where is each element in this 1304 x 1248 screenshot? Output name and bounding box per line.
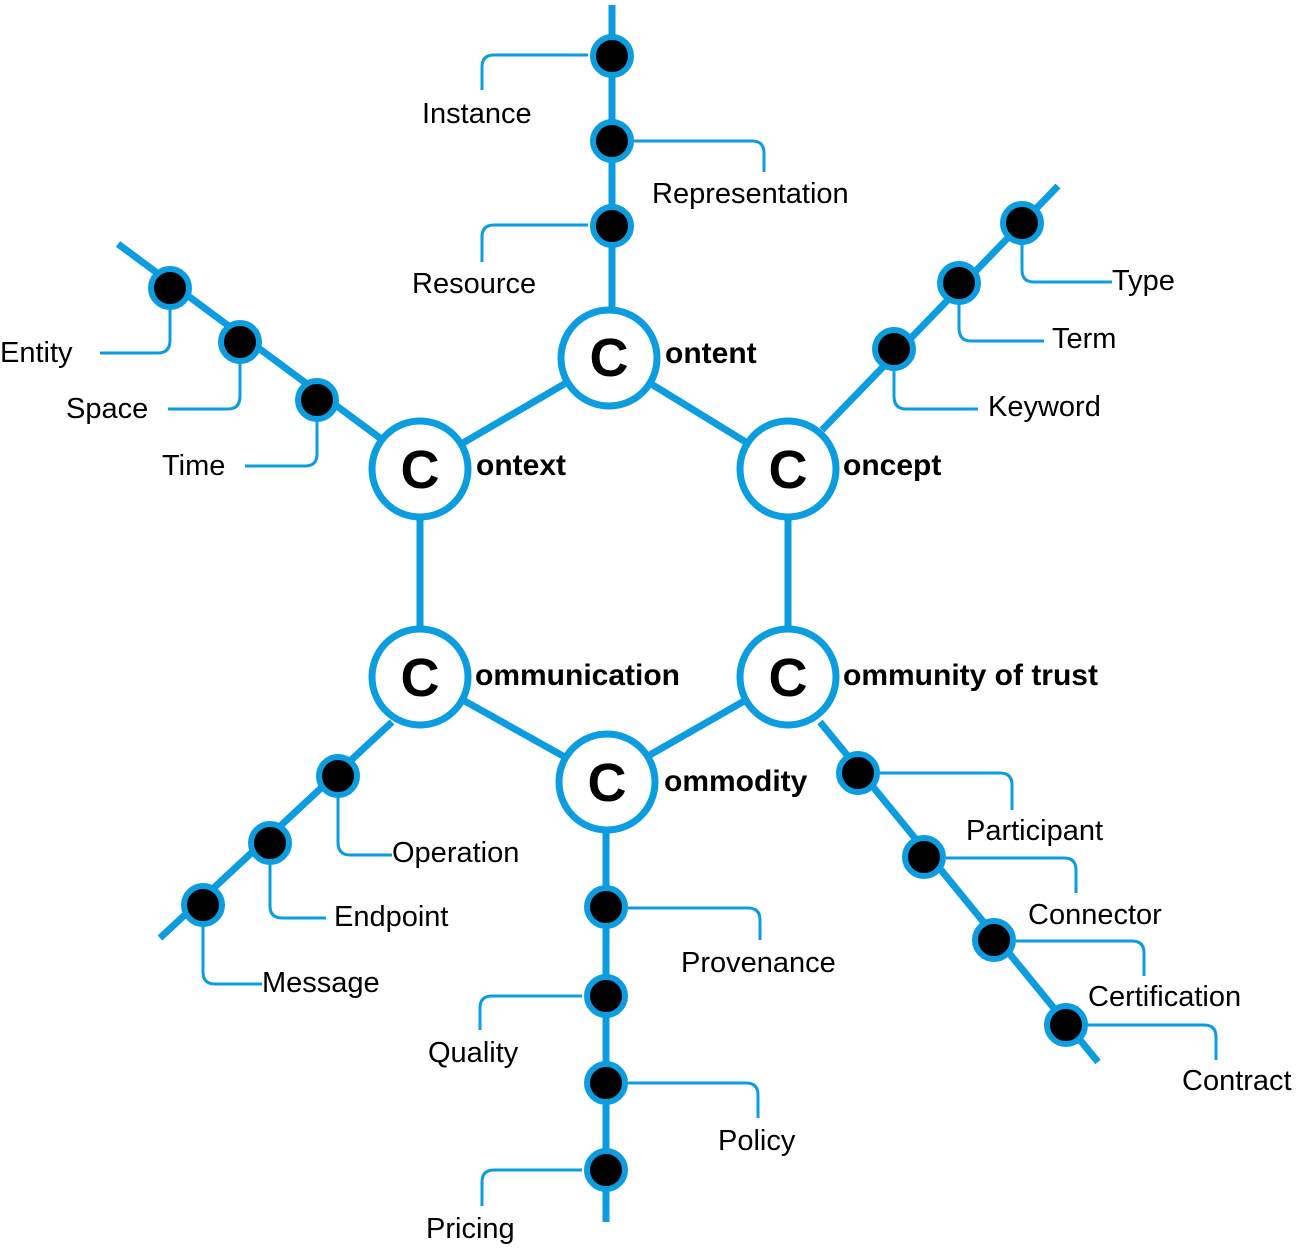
hub-commodity-circle[interactable] [555, 730, 659, 834]
leader-certification [1016, 939, 1146, 976]
leader-representation [634, 139, 766, 172]
leader-pricing [480, 1168, 582, 1206]
label-endpoint: Endpoint [334, 901, 449, 933]
leader-instance [480, 53, 588, 90]
leader-time [245, 400, 319, 468]
hub-community-circle[interactable] [736, 625, 840, 729]
leader-connector [946, 856, 1078, 893]
branch-nodes [148, 34, 1088, 1192]
node-type[interactable] [1000, 201, 1044, 245]
label-pricing: Pricing [426, 1213, 515, 1245]
hub-communication-label: ommunication [475, 659, 680, 692]
leader-lines [100, 53, 1218, 1206]
label-connector: Connector [1028, 899, 1162, 931]
hexagon-edges [416, 354, 792, 784]
node-resource[interactable] [590, 204, 634, 248]
node-time[interactable] [295, 378, 339, 422]
hub-concept[interactable]: C oncept [736, 417, 941, 521]
hub-community-label: ommunity of trust [843, 659, 1098, 692]
node-keyword[interactable] [872, 327, 916, 371]
label-resource: Resource [412, 268, 536, 300]
leader-space [168, 343, 242, 411]
leader-contract [1088, 1023, 1218, 1060]
label-entity: Entity [0, 337, 73, 369]
node-certification[interactable] [972, 918, 1016, 962]
hub-content-letter: C [590, 328, 629, 388]
leader-term [957, 284, 1044, 343]
hub-context[interactable]: C ontext [368, 417, 566, 521]
hub-content-circle[interactable] [557, 306, 661, 410]
label-type: Type [1112, 265, 1175, 297]
hub-concept-letter: C [769, 440, 808, 500]
node-participant[interactable] [836, 751, 880, 795]
label-operation: Operation [392, 837, 519, 869]
label-quality: Quality [428, 1037, 519, 1069]
leader-quality [478, 994, 582, 1030]
label-certification: Certification [1088, 981, 1241, 1013]
node-space[interactable] [218, 320, 262, 364]
node-connector[interactable] [902, 835, 946, 879]
hub-commodity-label: ommodity [664, 765, 808, 798]
leader-resource [480, 223, 588, 262]
leader-provenance [628, 906, 762, 940]
hub-commodity-letter: C [588, 753, 627, 813]
hub-content-label: ontent [665, 337, 757, 370]
node-endpoint[interactable] [248, 821, 292, 865]
leader-participant [880, 771, 1014, 810]
label-instance: Instance [422, 98, 532, 130]
node-representation[interactable] [590, 119, 634, 163]
hub-commodity[interactable]: C ommodity [555, 730, 808, 834]
leader-policy [628, 1081, 760, 1118]
leader-type [1020, 224, 1112, 284]
node-policy[interactable] [584, 1061, 628, 1105]
label-message: Message [262, 967, 380, 999]
node-contract[interactable] [1044, 1003, 1088, 1047]
node-provenance[interactable] [584, 885, 628, 929]
leader-operation [336, 776, 392, 857]
hub-concept-label: oncept [843, 449, 941, 482]
hub-context-letter: C [401, 440, 440, 500]
node-term[interactable] [937, 261, 981, 305]
label-participant: Participant [966, 815, 1103, 847]
node-instance[interactable] [590, 34, 634, 78]
hub-context-circle[interactable] [368, 417, 472, 521]
node-message[interactable] [181, 883, 225, 927]
leader-entity [100, 289, 172, 355]
node-quality[interactable] [584, 974, 628, 1018]
label-provenance: Provenance [681, 947, 836, 979]
hub-context-label: ontext [476, 449, 566, 482]
branch-axes [115, 5, 1101, 1222]
label-representation: Representation [652, 178, 849, 210]
branch-labels: Instance Representation Resource Entity … [0, 98, 1292, 1245]
hub-community-letter: C [769, 648, 808, 708]
label-space: Space [66, 393, 148, 425]
leader-keyword [892, 349, 978, 411]
leader-endpoint [268, 843, 326, 920]
hub-communication-circle[interactable] [368, 625, 472, 729]
hub-community-of-trust[interactable]: C ommunity of trust [736, 625, 1098, 729]
leader-message [201, 905, 262, 986]
label-policy: Policy [718, 1125, 796, 1157]
hub-communication-letter: C [401, 648, 440, 708]
label-contract: Contract [1182, 1065, 1292, 1097]
hub-communication[interactable]: C ommunication [368, 625, 680, 729]
hub-concept-circle[interactable] [736, 417, 840, 521]
node-operation[interactable] [316, 754, 360, 798]
label-term: Term [1052, 323, 1116, 355]
node-pricing[interactable] [584, 1148, 628, 1192]
hub-content[interactable]: C ontent [557, 306, 757, 410]
label-keyword: Keyword [988, 391, 1101, 423]
node-entity[interactable] [148, 266, 192, 310]
label-time: Time [162, 450, 225, 482]
